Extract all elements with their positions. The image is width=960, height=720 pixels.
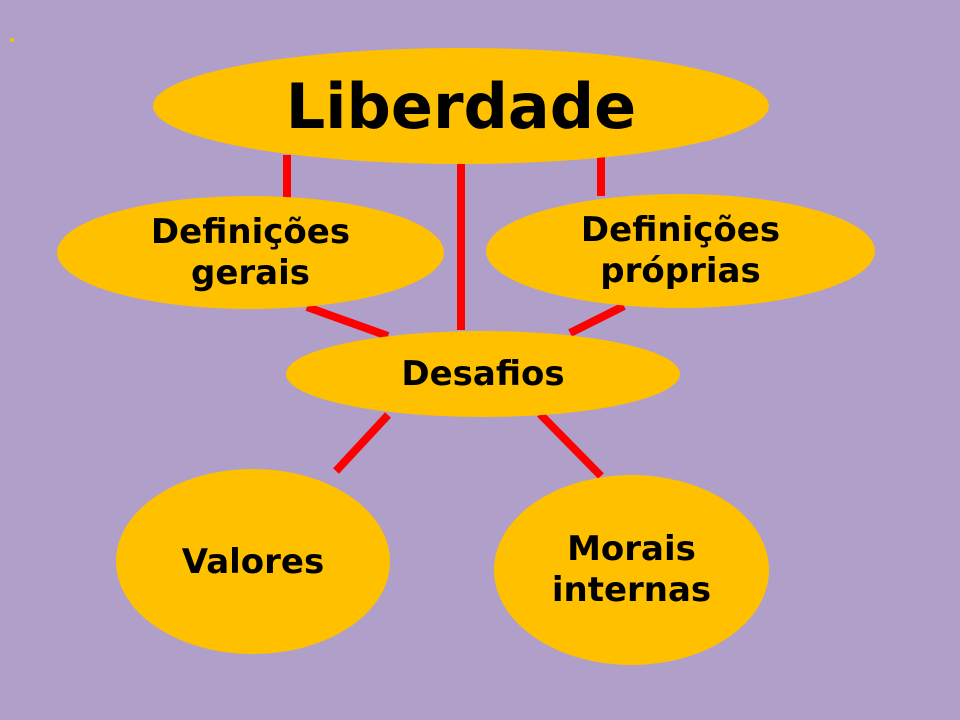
node-definicoes-proprias-label: Definições próprias bbox=[580, 210, 781, 291]
connector-challenges-values bbox=[333, 412, 391, 474]
node-definicoes-gerais-label: Definições gerais bbox=[150, 211, 351, 293]
node-liberdade-label: Liberdade bbox=[285, 69, 637, 143]
connector-general-challenges bbox=[305, 303, 390, 340]
node-morais-internas-label: Morais internas bbox=[551, 529, 712, 610]
node-definicoes-gerais: Definições gerais bbox=[57, 196, 444, 309]
node-valores: Valores bbox=[116, 469, 390, 654]
node-desafios: Desafios bbox=[286, 331, 680, 417]
node-definicoes-proprias: Definições próprias bbox=[486, 194, 875, 308]
node-desafios-label: Desafios bbox=[401, 354, 565, 394]
connector-own-challenges bbox=[568, 302, 626, 337]
node-liberdade: Liberdade bbox=[153, 48, 769, 164]
node-morais-internas: Morais internas bbox=[494, 475, 769, 665]
bullet-dot bbox=[10, 38, 14, 42]
connector-challenges-morals bbox=[537, 411, 604, 479]
node-valores-label: Valores bbox=[181, 541, 325, 582]
